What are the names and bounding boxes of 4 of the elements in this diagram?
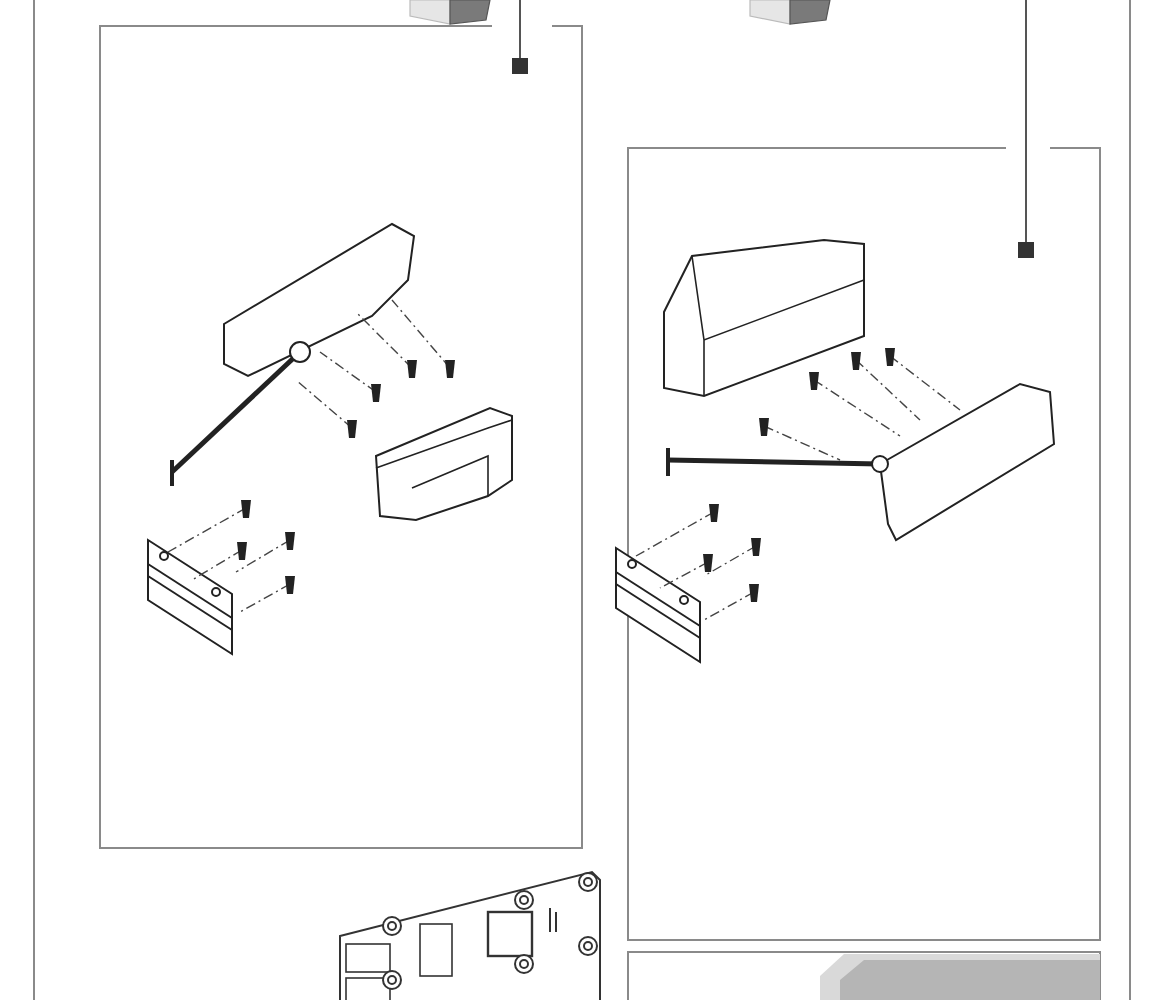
leader-line xyxy=(512,0,528,74)
view-panel xyxy=(628,952,1100,1000)
leader-line xyxy=(1018,0,1034,258)
assembly-panel xyxy=(100,26,582,848)
